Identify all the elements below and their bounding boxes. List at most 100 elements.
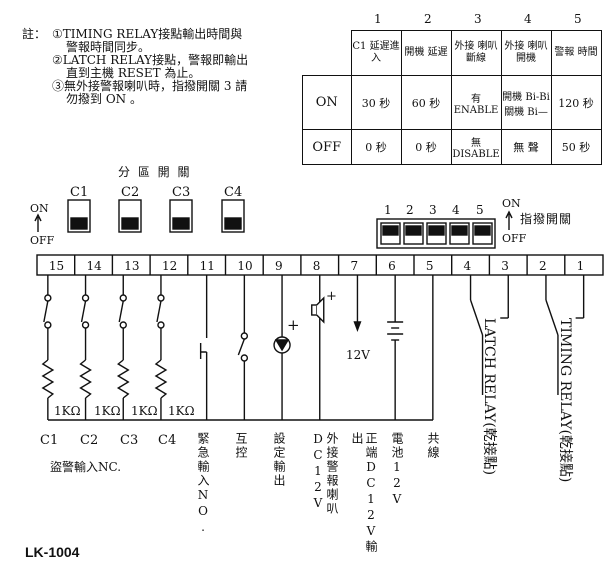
bottom-zone-label: C2 (80, 433, 99, 448)
terminal-12: 12 (161, 259, 178, 273)
terminal-10: 10 (237, 259, 253, 273)
timing-relay-label: TIMING RELAY(乾接點) (557, 318, 573, 483)
zone-input-circuit (79, 275, 92, 420)
col-number: 5 (574, 12, 582, 26)
zone-label: C2 (121, 185, 140, 200)
terminal-1: 1 (576, 259, 585, 273)
label-terminal-5: 共線 (426, 432, 440, 460)
cell: 50 秒 (550, 129, 602, 165)
header-cell: 外接 喇叭 斷線 (450, 30, 502, 76)
notes-prefix: 註： (22, 27, 47, 41)
terminal-9: 9 (275, 259, 283, 273)
zone-input-circuit (116, 275, 130, 420)
cell: 無 DISABLE (450, 129, 502, 165)
resistor-label: 1KΩ (131, 404, 158, 418)
cell: 30 秒 (350, 75, 402, 130)
header-cell: 警報 時間 (550, 30, 602, 76)
terminal-2: 2 (538, 259, 547, 273)
zone-switch-c3 (169, 199, 193, 233)
row-label: OFF (302, 129, 352, 165)
led-icon (274, 339, 290, 352)
latch-relay-label: LATCH RELAY(乾接點) (481, 318, 497, 476)
contact-icon (44, 294, 52, 302)
label-terminal-6: 電池12V (390, 432, 404, 508)
resistor-label: 1KΩ (94, 404, 121, 418)
contact-icon (157, 294, 165, 302)
dip-off-label: OFF (502, 232, 527, 245)
resistor-icon (79, 359, 92, 399)
model-number: LK-1004 (25, 544, 80, 560)
zone-switch-c4 (221, 199, 245, 233)
resistor-icon (116, 359, 130, 399)
terminal-7: 7 (350, 259, 359, 273)
resistor-icon (154, 359, 168, 399)
contact-icon (81, 321, 90, 329)
cell: 0 秒 (400, 129, 452, 165)
note-2-line-2: 直到主機 RESET 為止。 (66, 66, 201, 80)
speaker-icon (316, 296, 325, 324)
contact-icon (157, 321, 165, 329)
relay-contact-icon (469, 275, 509, 395)
note-1-line-2: 警報時間同步。 (66, 40, 151, 54)
cell: 0 秒 (350, 129, 402, 165)
terminal-3: 3 (501, 259, 509, 273)
contact-icon (240, 332, 249, 340)
dip-number: 2 (406, 203, 414, 217)
note-1-line-1: ①TIMING RELAY接點輸出時間與 (52, 27, 243, 41)
label-terminal-10: 互控 (234, 432, 248, 460)
v12-label: 12V (346, 348, 370, 362)
zone-switch-c2 (118, 199, 142, 233)
contact-icon (240, 354, 249, 362)
dip-number: 4 (452, 203, 460, 217)
push-button-icon (199, 343, 207, 359)
cell: 60 秒 (400, 75, 452, 130)
label-terminal-7: 正端DC12V輸出 (350, 432, 378, 554)
bottom-zone-label: C1 (40, 433, 59, 448)
dip-switch-title: 指撥開關 (520, 212, 573, 226)
label-terminal-9: 設定輸出 (272, 432, 286, 488)
note-3-line-1: ③無外接警報喇叭時，指撥開關 3 請 (52, 79, 248, 93)
zone-label: C1 (70, 185, 89, 200)
note-3-line-2: 勿撥到 ON 。 (66, 92, 142, 106)
zone-label: C3 (172, 185, 191, 200)
zone-on-label: ON (30, 202, 49, 215)
dip-on-arrow-icon (505, 210, 513, 230)
dip-number: 5 (476, 203, 484, 217)
resistor-label: 1KΩ (54, 404, 81, 418)
contact-icon (119, 294, 127, 302)
contact-icon (119, 321, 127, 329)
zone-switch-title: 分 區 開 關 (118, 165, 192, 179)
terminal-4: 4 (463, 259, 472, 273)
zone-off-label: OFF (30, 234, 55, 247)
cell: 無 聲 (500, 129, 552, 165)
resistor-icon (41, 359, 55, 399)
dip-number: 3 (429, 203, 437, 217)
dip-on-label: ON (502, 197, 521, 210)
bottom-zone-label: C4 (158, 433, 177, 448)
label-terminal-8: 外接警報喇叭DC12V (311, 432, 339, 516)
terminal-13: 13 (124, 259, 140, 273)
row-label: ON (302, 75, 352, 130)
terminal-15: 15 (48, 259, 65, 273)
terminal-14: 14 (86, 259, 102, 273)
terminal-11: 11 (199, 259, 215, 273)
zone-switch-c1 (67, 199, 91, 233)
zone-label: C4 (224, 185, 243, 200)
zone-input-circuit (41, 275, 55, 420)
label-terminal-11: 緊急輸入NO. (196, 432, 210, 536)
dip-switch-block (376, 218, 496, 249)
relay-contact-icon (545, 275, 585, 395)
terminal-8: 8 (312, 259, 321, 273)
col-number: 3 (474, 12, 482, 26)
note-2-line-1: ②LATCH RELAY接點，警報即輸出 (52, 53, 249, 67)
speaker-icon (311, 304, 318, 316)
col-number: 4 (524, 12, 532, 26)
col-number: 1 (374, 12, 382, 26)
col-number: 2 (424, 12, 432, 26)
zone-input-circuit (154, 275, 168, 420)
contact-icon (81, 294, 90, 302)
zone-on-arrow-icon (34, 213, 42, 232)
speaker-plus: + (326, 289, 337, 304)
